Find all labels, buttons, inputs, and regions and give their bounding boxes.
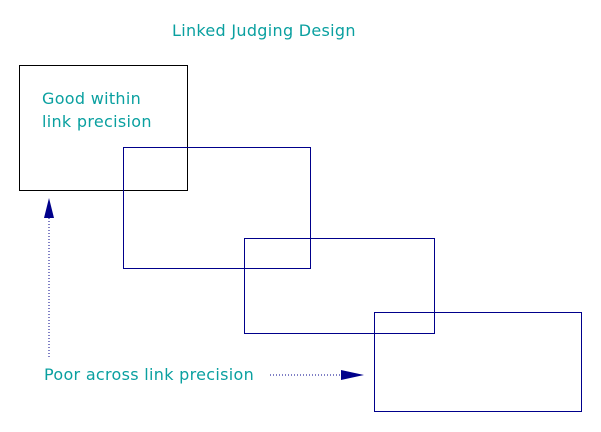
diagram-title: Linked Judging Design <box>172 21 356 40</box>
right-arrowhead-icon <box>341 370 364 380</box>
across-link-label: Poor across link precision <box>44 365 254 384</box>
link-box-1 <box>19 65 188 191</box>
within-link-label-line2: link precision <box>42 112 152 131</box>
link-box-2 <box>123 147 311 269</box>
up-arrowhead-icon <box>44 198 54 218</box>
link-box-4 <box>374 312 582 412</box>
link-box-3 <box>244 238 435 334</box>
within-link-label-line1: Good within <box>42 89 141 108</box>
